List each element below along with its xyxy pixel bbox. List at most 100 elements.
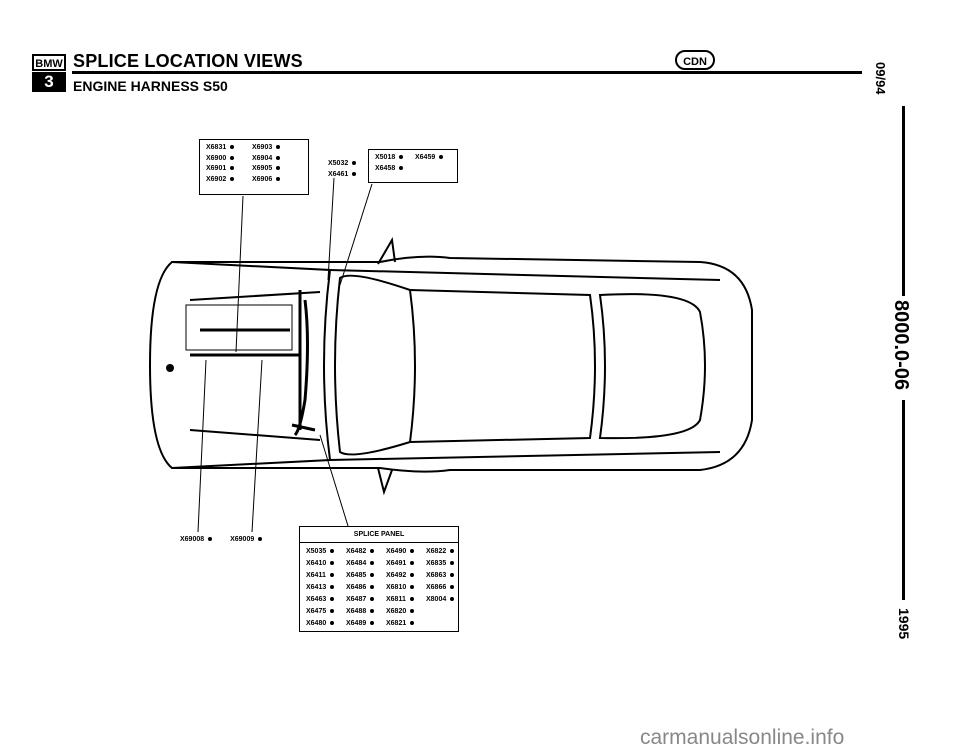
splice-panel-item: X6866 <box>426 582 466 594</box>
splice-panel-item: X6489 <box>346 618 386 630</box>
splice-panel-list: X5035 X6482 X6490 X6822 X6410 X6484 X649… <box>300 543 458 633</box>
splice-dot-icon <box>410 609 415 614</box>
splice-panel-item: X6411 <box>306 570 346 582</box>
splice-panel-item: X5035 <box>306 546 346 558</box>
splice-label: X6903 <box>252 143 302 154</box>
splice-label: X6906 <box>252 175 302 186</box>
splice-dot-icon <box>276 166 281 171</box>
splice-dot-icon <box>276 155 281 160</box>
splice-dot-icon <box>410 549 415 554</box>
splice-dot-icon <box>276 145 281 150</box>
splice-dot-icon <box>410 561 415 566</box>
leader-right-box <box>339 183 373 286</box>
harness-branch <box>293 299 309 437</box>
splice-panel-item: X6863 <box>426 570 466 582</box>
splice-label: X6461 <box>328 170 357 181</box>
splice-dot-icon <box>330 585 335 590</box>
splice-dot-icon <box>370 609 375 614</box>
rear-window <box>598 293 706 440</box>
splice-panel-item: X6484 <box>346 558 386 570</box>
margin-rule-mid <box>902 400 905 600</box>
hood-line <box>171 261 332 469</box>
splice-dot-icon <box>276 176 281 181</box>
splice-dot-icon <box>409 597 414 602</box>
splice-panel-item: X6486 <box>346 582 386 594</box>
splice-dot-icon <box>330 549 335 554</box>
splice-panel-item: X6413 <box>306 582 346 594</box>
splice-panel-item: X6811 <box>386 594 426 606</box>
splice-dot-icon <box>450 585 455 590</box>
leader-left-box <box>235 195 244 353</box>
splice-dot-icon <box>330 597 335 602</box>
splice-dot-icon <box>330 621 335 626</box>
page-subtitle: ENGINE HARNESS S50 <box>73 78 228 94</box>
leader-mid <box>327 177 335 281</box>
splice-dot-icon <box>439 155 444 160</box>
splice-panel-item: X8004 <box>426 594 466 606</box>
splice-panel-item: X6810 <box>386 582 426 594</box>
splice-dot-icon <box>370 597 375 602</box>
splice-label: X6901 <box>206 164 252 175</box>
splice-label: X5032 <box>328 159 357 170</box>
side-line-top <box>329 269 721 281</box>
splice-label: X6904 <box>252 154 302 165</box>
hood-panel <box>189 291 321 441</box>
splice-dot-icon <box>450 573 455 578</box>
splice-panel-item: X6835 <box>426 558 466 570</box>
splice-dot-icon <box>450 597 455 602</box>
splice-dot-icon <box>352 171 357 176</box>
splice-label: X6905 <box>252 164 302 175</box>
header-rule <box>72 71 862 74</box>
splice-dot-icon <box>410 585 415 590</box>
leader-panel <box>319 434 349 527</box>
splice-dot-icon <box>230 155 235 160</box>
splice-dot-icon <box>370 621 375 626</box>
leader-bl-2 <box>251 359 263 533</box>
leader-bl-1 <box>197 359 207 533</box>
splice-panel-item: X6410 <box>306 558 346 570</box>
bmw-series-logo: BMW 3 <box>32 54 66 94</box>
splice-dot-icon <box>450 549 455 554</box>
mirror-bottom <box>377 467 393 496</box>
harness-main <box>190 290 302 430</box>
mirror-top <box>377 236 396 265</box>
splice-panel-item: X6488 <box>346 606 386 618</box>
splice-label: X6831 <box>206 143 252 154</box>
splice-dot-icon <box>208 537 213 542</box>
splice-panel-item: X6485 <box>346 570 386 582</box>
splice-dot-icon <box>330 609 335 614</box>
bmw-logo-text: BMW <box>32 54 66 71</box>
splice-group-left: X6831 X6903 X6900 X6904 X6901 X6905 X690… <box>199 139 309 195</box>
splice-dot-icon <box>410 573 415 578</box>
splice-group-right: X5018 X6459 X6458 <box>368 149 458 183</box>
side-line-bottom <box>329 451 721 461</box>
splice-panel-item: X6487 <box>346 594 386 606</box>
splice-dot-icon <box>258 537 263 542</box>
splice-panel: SPLICE PANEL X5035 X6482 X6490 X6822 X64… <box>299 526 459 632</box>
splice-dot-icon <box>399 165 404 170</box>
splice-dot-icon <box>370 573 375 578</box>
page-title: SPLICE LOCATION VIEWS <box>73 51 303 71</box>
splice-dot-icon <box>370 561 375 566</box>
splice-label: X6459 <box>415 153 455 164</box>
splice-panel-item: X6463 <box>306 594 346 606</box>
splice-dot-icon <box>352 161 357 166</box>
margin-rule-top <box>902 106 905 296</box>
series-number: 3 <box>32 72 66 92</box>
splice-dot-icon <box>230 166 235 171</box>
splice-label: X6900 <box>206 154 252 165</box>
roof-line <box>409 289 596 443</box>
cdn-badge: CDN <box>675 50 715 70</box>
splice-dot-icon <box>230 176 235 181</box>
windshield <box>334 274 416 456</box>
splice-dot-icon <box>230 145 235 150</box>
splice-panel-item: X6475 <box>306 606 346 618</box>
splice-panel-item: X6820 <box>386 606 426 618</box>
splice-panel-item: X6821 <box>386 618 426 630</box>
splice-dot-icon <box>399 155 404 160</box>
splice-panel-item: X6822 <box>426 546 466 558</box>
splice-dot-icon <box>370 549 375 554</box>
watermark: carmanualsonline.info <box>640 726 845 749</box>
splice-dot-icon <box>329 573 334 578</box>
